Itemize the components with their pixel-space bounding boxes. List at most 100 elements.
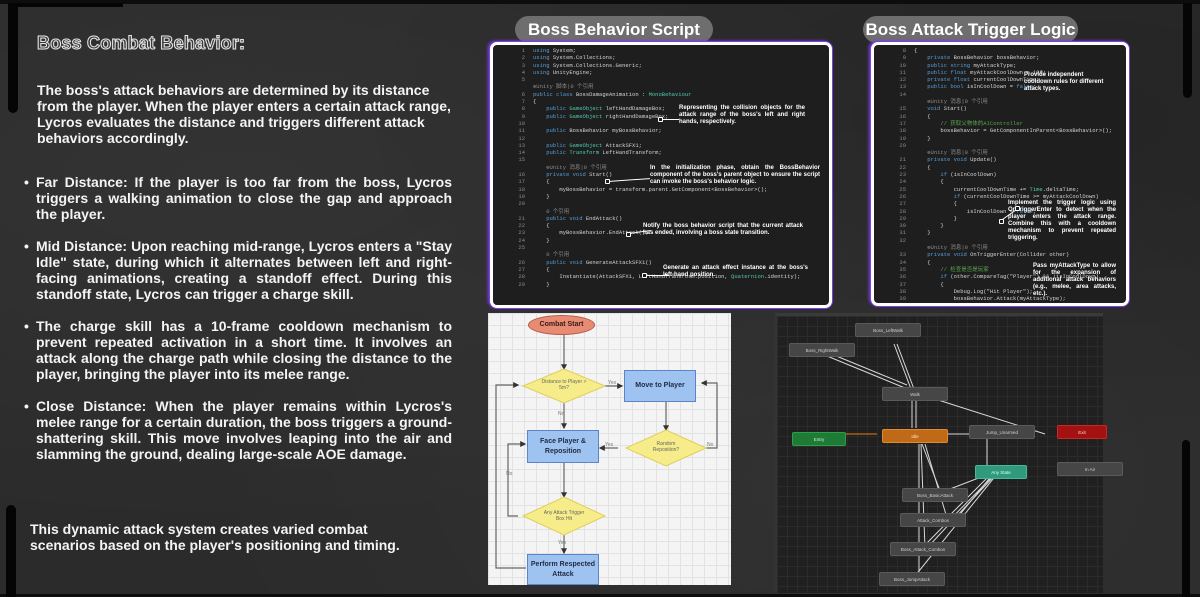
flow-move-to-player: Move to Player: [624, 370, 696, 402]
line-number: 35: [899, 265, 906, 273]
code-line: private void OnTriggerEnter(Collider oth…: [927, 251, 1070, 259]
code-line: ⊕Unity 消息|0 个引用: [914, 244, 988, 252]
no-label: No: [506, 471, 513, 477]
line-number: 40: [899, 302, 906, 306]
code-line: private float currentCoolDownTime;: [927, 76, 1040, 84]
code-line: {: [914, 280, 944, 288]
state-jump-unarmed[interactable]: Jump_Unarmed: [969, 425, 1035, 439]
flow-decision-trigger: Any Attack Trigger Box Hit: [543, 510, 585, 522]
line-number: 37: [899, 280, 906, 288]
bullet-far-distance: Far Distance: If the player is too far f…: [24, 174, 452, 222]
line-number: 33: [899, 251, 906, 259]
line-number: 7: [521, 98, 525, 106]
line-number: 6: [521, 90, 525, 98]
line-number: 24: [518, 236, 525, 244]
decision-diamond: [521, 496, 607, 536]
line-number: 19: [899, 134, 906, 142]
flow-decision-reposition: Random Reposition?: [652, 441, 680, 453]
code-line: {: [914, 178, 944, 186]
line-number: [493, 251, 525, 258]
line-number: 27: [518, 265, 525, 273]
line-number: 13: [899, 83, 906, 91]
code-line: public void GenerateAttackSFX1(): [546, 258, 652, 266]
line-number: 2: [521, 54, 525, 62]
code-line: public GameObject leftHandDamageBox;: [546, 105, 666, 113]
line-number: 18: [518, 185, 525, 193]
state-idle[interactable]: Idle: [882, 429, 948, 443]
state-jump-attack[interactable]: Boss_JumpAttack: [879, 572, 945, 586]
line-number: 5: [521, 76, 525, 84]
page-title: Boss Combat Behavior:: [36, 33, 246, 54]
yes-label: Yes: [605, 442, 614, 448]
state-basic-attack[interactable]: Boss_BasicAttack: [902, 488, 968, 502]
line-number: 29: [518, 280, 525, 288]
code-line: {: [914, 47, 918, 54]
state-boss-attack-combo[interactable]: Boss_Attack_Combos: [890, 542, 956, 556]
code-block: using System;using System.Collections;us…: [533, 47, 800, 288]
yes-label: Yes: [608, 380, 617, 386]
connector-line: [661, 119, 679, 120]
code-line: public void EndAttack(): [546, 214, 623, 222]
code-line: }: [914, 134, 931, 142]
code-line: using System.Collections;: [533, 54, 616, 62]
connector-dot: [1015, 206, 1020, 211]
line-number: 20: [518, 200, 525, 208]
state-any-state[interactable]: Any State: [975, 465, 1027, 479]
annotation-generate-sfx: Generate an attack effect instance at th…: [663, 265, 808, 278]
line-number: [874, 98, 906, 105]
frame-bracket-bottom-right: [1182, 440, 1190, 597]
connector-dot: [605, 179, 610, 184]
state-left-walk[interactable]: Boss_LeftWalk: [855, 323, 921, 337]
code-line: public GameObject rightHandDamageBox;: [546, 112, 669, 120]
code-line: void Start(): [927, 105, 967, 113]
code-line: }: [914, 214, 957, 222]
code-line: public bool isInCoolDown = false;: [927, 83, 1037, 91]
code-line: if (isInCoolDown): [940, 171, 997, 179]
line-number: 25: [518, 244, 525, 252]
state-entry[interactable]: Entry: [792, 432, 846, 446]
code-line: {: [914, 258, 931, 266]
state-attack-combo[interactable]: Attack_Combos: [900, 513, 966, 527]
line-number: 24: [899, 178, 906, 186]
no-label: No: [707, 442, 714, 448]
trigger-logic-label: Boss Attack Trigger Logic: [863, 16, 1078, 43]
code-line: {: [533, 265, 550, 273]
intro-paragraph: The boss's attack behaviors are determin…: [37, 82, 451, 146]
line-number: 10: [899, 61, 906, 69]
line-number: 4: [521, 68, 525, 76]
line-number: 16: [518, 171, 525, 179]
code-line: if (other.CompareTag("Player") && !isInC…: [940, 273, 1099, 281]
line-number: 23: [899, 171, 906, 179]
state-in-air[interactable]: In Air: [1057, 462, 1123, 476]
line-number: 32: [899, 236, 906, 244]
line-number: [493, 208, 525, 215]
flow-decision-distance: Distance to Player > 5m?: [541, 379, 587, 391]
code-line: bossBehavior.Attack(myAttackType);: [914, 295, 1066, 303]
flow-face-player: Face Player & Reposition: [527, 430, 599, 463]
outro-paragraph: This dynamic attack system creates varie…: [30, 521, 400, 553]
line-number: 26: [899, 192, 906, 200]
state-right-walk[interactable]: Boss_RightWalk: [789, 343, 855, 357]
line-number: 13: [518, 141, 525, 149]
code-line: {: [914, 200, 957, 208]
state-exit[interactable]: Exit: [1057, 425, 1107, 439]
line-number: 1: [521, 47, 525, 54]
line-number: [874, 244, 906, 251]
line-number: 18: [899, 127, 906, 135]
line-number: 23: [518, 229, 525, 237]
line-number: 17: [518, 178, 525, 186]
code-line: public string myAttackType;: [927, 61, 1017, 69]
code-line: // 获取父物体的AIController: [914, 119, 1023, 127]
line-number: 21: [899, 156, 906, 164]
code-line: }: [533, 280, 550, 288]
line-number: 14: [899, 90, 906, 98]
code-line: if (currentCoolDownTime >= myAttackCoolD…: [953, 192, 1099, 200]
code-line: private void Update(): [927, 156, 997, 164]
code-line: using System;: [533, 47, 576, 54]
connector-dot: [626, 232, 631, 237]
annotation-damage-boxes: Representing the collision objects for t…: [679, 105, 805, 125]
line-number: 15: [899, 105, 906, 113]
line-number: 30: [899, 222, 906, 230]
state-walk[interactable]: Walk: [882, 387, 948, 401]
